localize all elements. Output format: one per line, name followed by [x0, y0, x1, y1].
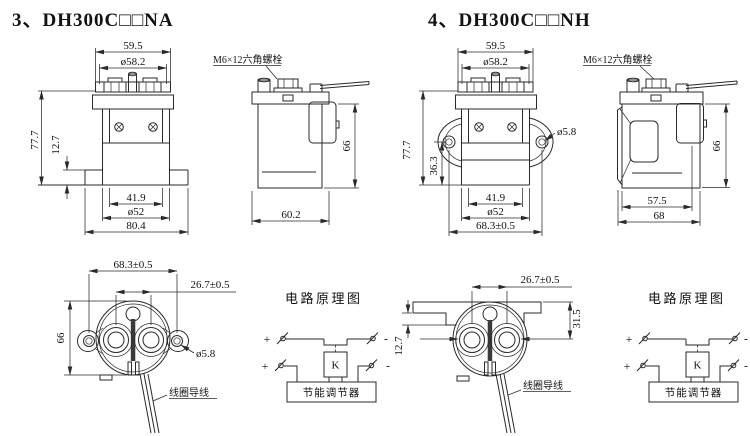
nh-bolt-label: M6×12六角螺栓 — [583, 53, 653, 66]
na-side-dim-width: 60.2 — [281, 209, 300, 221]
nh-side-dim-height: 66 — [711, 140, 723, 152]
nh-dim-bracket-step: 12.7 — [393, 336, 405, 356]
na-dim-base-width: 80.4 — [126, 220, 146, 232]
na-side-dim-height: 66 — [341, 140, 353, 152]
na-relay-label: K — [332, 360, 340, 372]
nh-side-dim-width: 68 — [654, 210, 666, 222]
na-dim-terminal-span: 41.9 — [126, 192, 146, 204]
nh-coil-lead-label: 线圈导线 — [523, 379, 563, 392]
na-screw-left — [114, 122, 124, 132]
nh-relay-box — [685, 351, 710, 378]
section-nh-title: 4、DH300C□□NH — [428, 10, 591, 31]
na-terminal-left — [103, 327, 129, 353]
na-circuit: 电路原理图 + - K + - 节能调节器 — [262, 291, 390, 403]
na-terminal-right — [138, 327, 164, 353]
na-plus-coil: + — [262, 359, 269, 373]
nh-coil-wires — [495, 373, 516, 434]
nh-screw-left — [474, 122, 484, 132]
na-coil-lead-label: 线圈导线 — [169, 386, 209, 399]
nh-dim-hole-dia: ø5.8 — [557, 126, 577, 138]
na-dim-hole-dia: ø5.8 — [196, 348, 216, 360]
na-dim-flange-dia: ø58.2 — [121, 56, 146, 68]
section-nh: 4、DH300C□□NH 59.5 ø58.2 — [393, 10, 748, 434]
na-relay-box — [323, 351, 348, 378]
nh-dim-terminal-pitch: 26.7±0.5 — [520, 274, 560, 286]
nh-terminal-right — [494, 327, 520, 353]
na-bottom-view: 68.3±0.5 26.7±0.5 66 ø5.8 线圈导线 — [55, 259, 236, 434]
na-regulator-label: 节能调节器 — [303, 386, 361, 399]
na-regulator-box — [286, 381, 377, 403]
nh-hex-bolt — [641, 78, 671, 93]
nh-ear-right — [529, 117, 554, 168]
nh-regulator-label: 节能调节器 — [665, 386, 723, 399]
na-dim-height: 77.7 — [29, 130, 41, 150]
na-ear-left — [77, 327, 104, 355]
nh-plus-coil: + — [624, 359, 631, 373]
na-bolt-label: M6×12六角螺栓 — [213, 53, 283, 66]
nh-side-dim-box-width: 57.5 — [647, 195, 667, 207]
section-na-title: 3、DH300C□□NA — [12, 10, 174, 31]
nh-mounting-bracket — [412, 301, 542, 326]
na-dim-terminal-pitch: 26.7±0.5 — [190, 279, 230, 291]
nh-dim-ear-height: 36.3 — [428, 156, 440, 176]
nh-screw-right — [507, 122, 517, 132]
na-coil-wires — [139, 373, 160, 434]
nh-circuit: 电路原理图 + - K + - 节能调节器 — [624, 291, 748, 403]
na-dim-base-thickness: 12.7 — [50, 135, 62, 155]
nh-dim-top-width: 59.5 — [486, 40, 506, 52]
nh-circuit-title: 电路原理图 — [648, 291, 726, 306]
nh-minus-coil: - — [744, 359, 748, 373]
nh-terminal-left — [459, 327, 485, 353]
nh-front-view: 59.5 ø58.2 ø5.8 77.7 — [401, 40, 577, 236]
na-bottom-dim-height: 66 — [55, 332, 67, 344]
nh-plus-main: + — [626, 332, 633, 346]
nh-side-view: M6×12六角螺栓 66 57.5 68 — [583, 53, 738, 226]
na-minus-main: - — [384, 332, 388, 346]
na-side-view: M6×12六角螺栓 66 60.2 — [213, 53, 370, 225]
nh-dim-terminal-span: 41.9 — [486, 192, 506, 204]
na-ear-right — [162, 327, 189, 355]
nh-ear-left — [437, 117, 462, 168]
nh-dim-height: 77.7 — [401, 140, 413, 160]
na-dim-body-dia: ø52 — [128, 206, 145, 218]
nh-dim-ear-span: 68.3±0.5 — [476, 220, 516, 232]
nh-bottom-view: 12.7 26.7±0.5 31.5 线圈导线 — [393, 274, 583, 434]
nh-dim-bracket-height: 31.5 — [571, 309, 583, 329]
na-circuit-title: 电路原理图 — [285, 291, 363, 306]
na-plus-main: + — [264, 332, 271, 346]
na-minus-coil: - — [386, 359, 390, 373]
nh-relay-label: K — [694, 360, 702, 372]
na-front-view: 59.5 ø58.2 41.9 ø52 80.4 77.7 12.7 — [29, 40, 189, 235]
nh-minus-main: - — [744, 332, 748, 346]
na-screw-right — [148, 122, 158, 132]
nh-dim-flange-dia: ø58.2 — [483, 56, 508, 68]
na-dim-top-width: 59.5 — [123, 40, 143, 52]
nh-regulator-box — [648, 381, 739, 403]
na-dim-ear-span: 68.3±0.5 — [113, 259, 153, 271]
nh-dim-body-dia: ø52 — [487, 206, 504, 218]
section-na: 3、DH300C□□NA 59.5 ø58.2 41.9 ø52 80.4 — [12, 10, 390, 434]
na-hex-bolt — [273, 78, 303, 93]
